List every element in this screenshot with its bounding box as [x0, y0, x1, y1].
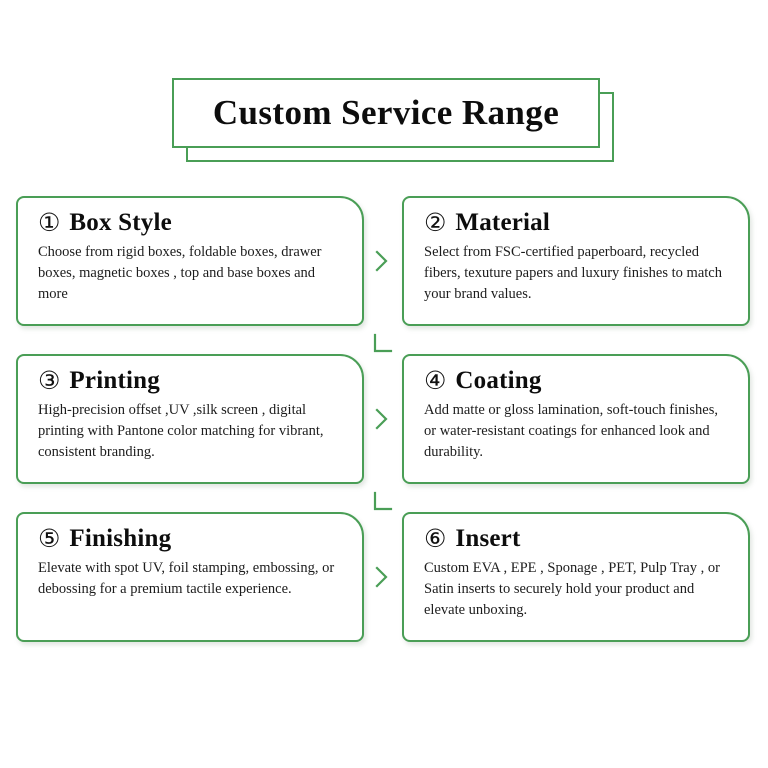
- step-number-icon: ④: [424, 366, 447, 395]
- corner-connector-icon: [371, 490, 395, 514]
- page-title: Custom Service Range: [212, 93, 560, 132]
- service-range-grid: ① Box Style Choose from rigid boxes, fol…: [0, 196, 768, 642]
- service-card-material[interactable]: ② Material Select from FSC-certified pap…: [402, 196, 750, 326]
- card-header: ⑤ Finishing: [38, 526, 344, 551]
- service-card-printing[interactable]: ③ Printing High-precision offset ,UV ,si…: [16, 354, 364, 484]
- service-card-box-style[interactable]: ① Box Style Choose from rigid boxes, fol…: [16, 196, 364, 326]
- card-title: Material: [455, 209, 551, 236]
- card-description: Custom EVA , EPE , Sponage , PET, Pulp T…: [424, 560, 720, 619]
- chevron-right-icon: [373, 564, 391, 590]
- card-title: Insert: [455, 525, 521, 552]
- card-header: ⑥ Insert: [424, 526, 730, 551]
- card-description: Add matte or gloss lamination, soft-touc…: [424, 402, 718, 461]
- card-title: Finishing: [69, 525, 172, 552]
- service-card-coating[interactable]: ④ Coating Add matte or gloss lamination,…: [402, 354, 750, 484]
- card-header: ③ Printing: [38, 368, 344, 393]
- step-number-icon: ⑤: [38, 524, 61, 553]
- service-card-finishing[interactable]: ⑤ Finishing Elevate with spot UV, foil s…: [16, 512, 364, 642]
- card-description: Select from FSC-certified paperboard, re…: [424, 244, 722, 303]
- corner-connector-icon: [371, 332, 395, 356]
- card-description: Choose from rigid boxes, foldable boxes,…: [38, 244, 322, 303]
- service-card-insert[interactable]: ⑥ Insert Custom EVA , EPE , Sponage , PE…: [402, 512, 750, 642]
- card-description: High-precision offset ,UV ,silk screen ,…: [38, 402, 324, 461]
- step-number-icon: ⑥: [424, 524, 447, 553]
- card-header: ① Box Style: [38, 210, 344, 235]
- card-row-1: ① Box Style Choose from rigid boxes, fol…: [0, 196, 768, 353]
- card-description: Elevate with spot UV, foil stamping, emb…: [38, 560, 335, 598]
- card-title: Box Style: [69, 209, 172, 236]
- chevron-right-icon: [373, 406, 391, 432]
- card-header: ② Material: [424, 210, 730, 235]
- step-number-icon: ①: [38, 208, 61, 237]
- card-header: ④ Coating: [424, 368, 730, 393]
- card-row-2: ③ Printing High-precision offset ,UV ,si…: [0, 354, 768, 511]
- title-banner: Custom Service Range: [172, 78, 614, 162]
- card-title: Printing: [69, 367, 160, 394]
- card-row-3: ⑤ Finishing Elevate with spot UV, foil s…: [0, 512, 768, 642]
- step-number-icon: ③: [38, 366, 61, 395]
- card-title: Coating: [455, 367, 542, 394]
- chevron-right-icon: [373, 248, 391, 274]
- title-banner-frame: Custom Service Range: [172, 78, 600, 148]
- step-number-icon: ②: [424, 208, 447, 237]
